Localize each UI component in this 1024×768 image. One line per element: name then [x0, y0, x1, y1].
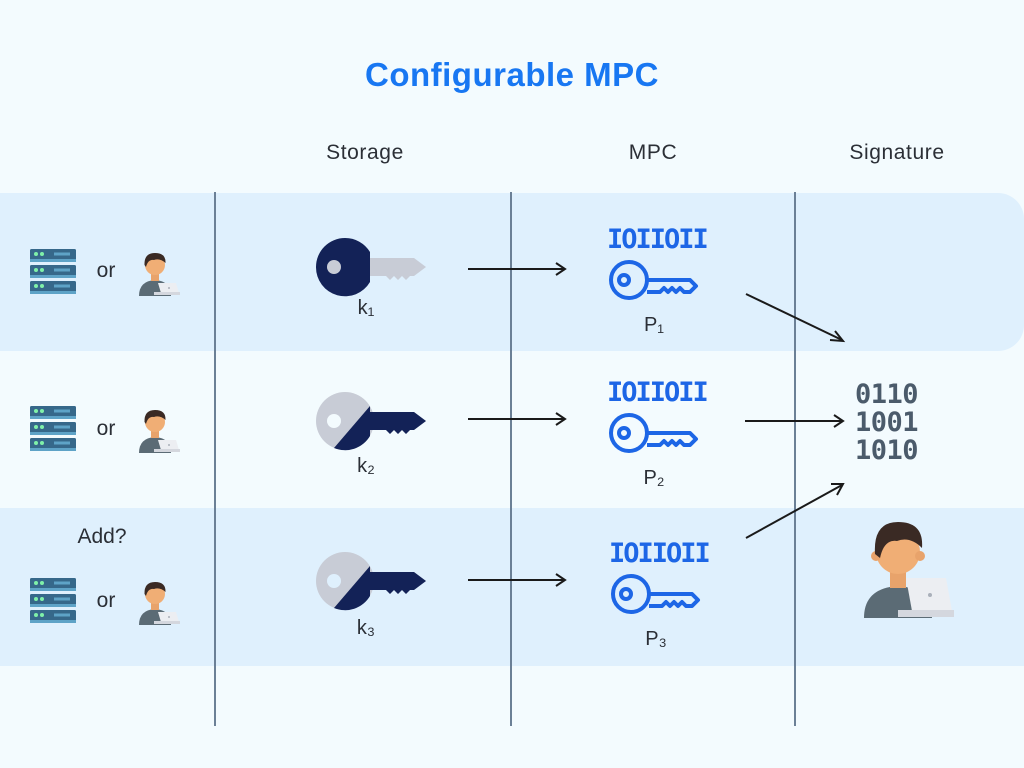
key-icon [314, 550, 430, 612]
column-header-storage: Storage [326, 141, 404, 164]
digital-key-icon [608, 409, 700, 457]
binary-line: 1010 [855, 435, 919, 466]
digital-key-icon [608, 256, 700, 304]
arrow [745, 483, 845, 539]
column-divider [794, 192, 796, 726]
option-text: or [96, 259, 116, 282]
binary-code: IOIIOII [607, 224, 709, 255]
arrow [745, 414, 845, 428]
user-laptop-icon [136, 248, 180, 296]
server-stack-icon [30, 249, 76, 295]
key-label: k₁ [357, 297, 375, 319]
user-laptop-icon [136, 577, 180, 625]
binary-code: IOIIOII [607, 377, 709, 408]
column-divider [214, 192, 216, 726]
binary-code: IOIIOII [609, 538, 711, 569]
key-label: k₂ [357, 455, 375, 477]
key-label: k₃ [356, 617, 376, 639]
row-band-3 [0, 508, 1024, 666]
add-label: Add? [77, 525, 127, 548]
server-stack-icon [30, 578, 76, 624]
party-label: P₃ [645, 628, 667, 650]
arrow [466, 262, 570, 276]
signer-user-laptop-icon [860, 516, 956, 620]
arrow [466, 573, 570, 587]
key-icon [314, 390, 430, 452]
arrow [466, 412, 570, 426]
key-icon [314, 236, 430, 298]
party-label: P₂ [643, 467, 665, 489]
option-text: or [96, 589, 116, 612]
server-stack-icon [30, 406, 76, 452]
diagram-title: Configurable MPC [365, 56, 659, 93]
binary-data-icon: 0110 1001 1010 [855, 381, 945, 465]
binary-line: 1001 [855, 407, 919, 438]
row-band-1 [0, 193, 1024, 351]
party-label: P₁ [643, 314, 665, 336]
column-header-signature: Signature [849, 141, 945, 164]
signature-arrows [745, 293, 846, 539]
binary-line: 0110 [855, 379, 919, 410]
arrow [745, 293, 846, 343]
column-divider [510, 192, 512, 726]
column-header-mpc: MPC [628, 141, 678, 164]
option-text: or [96, 417, 116, 440]
digital-key-icon [610, 570, 702, 618]
user-laptop-icon [136, 405, 180, 453]
